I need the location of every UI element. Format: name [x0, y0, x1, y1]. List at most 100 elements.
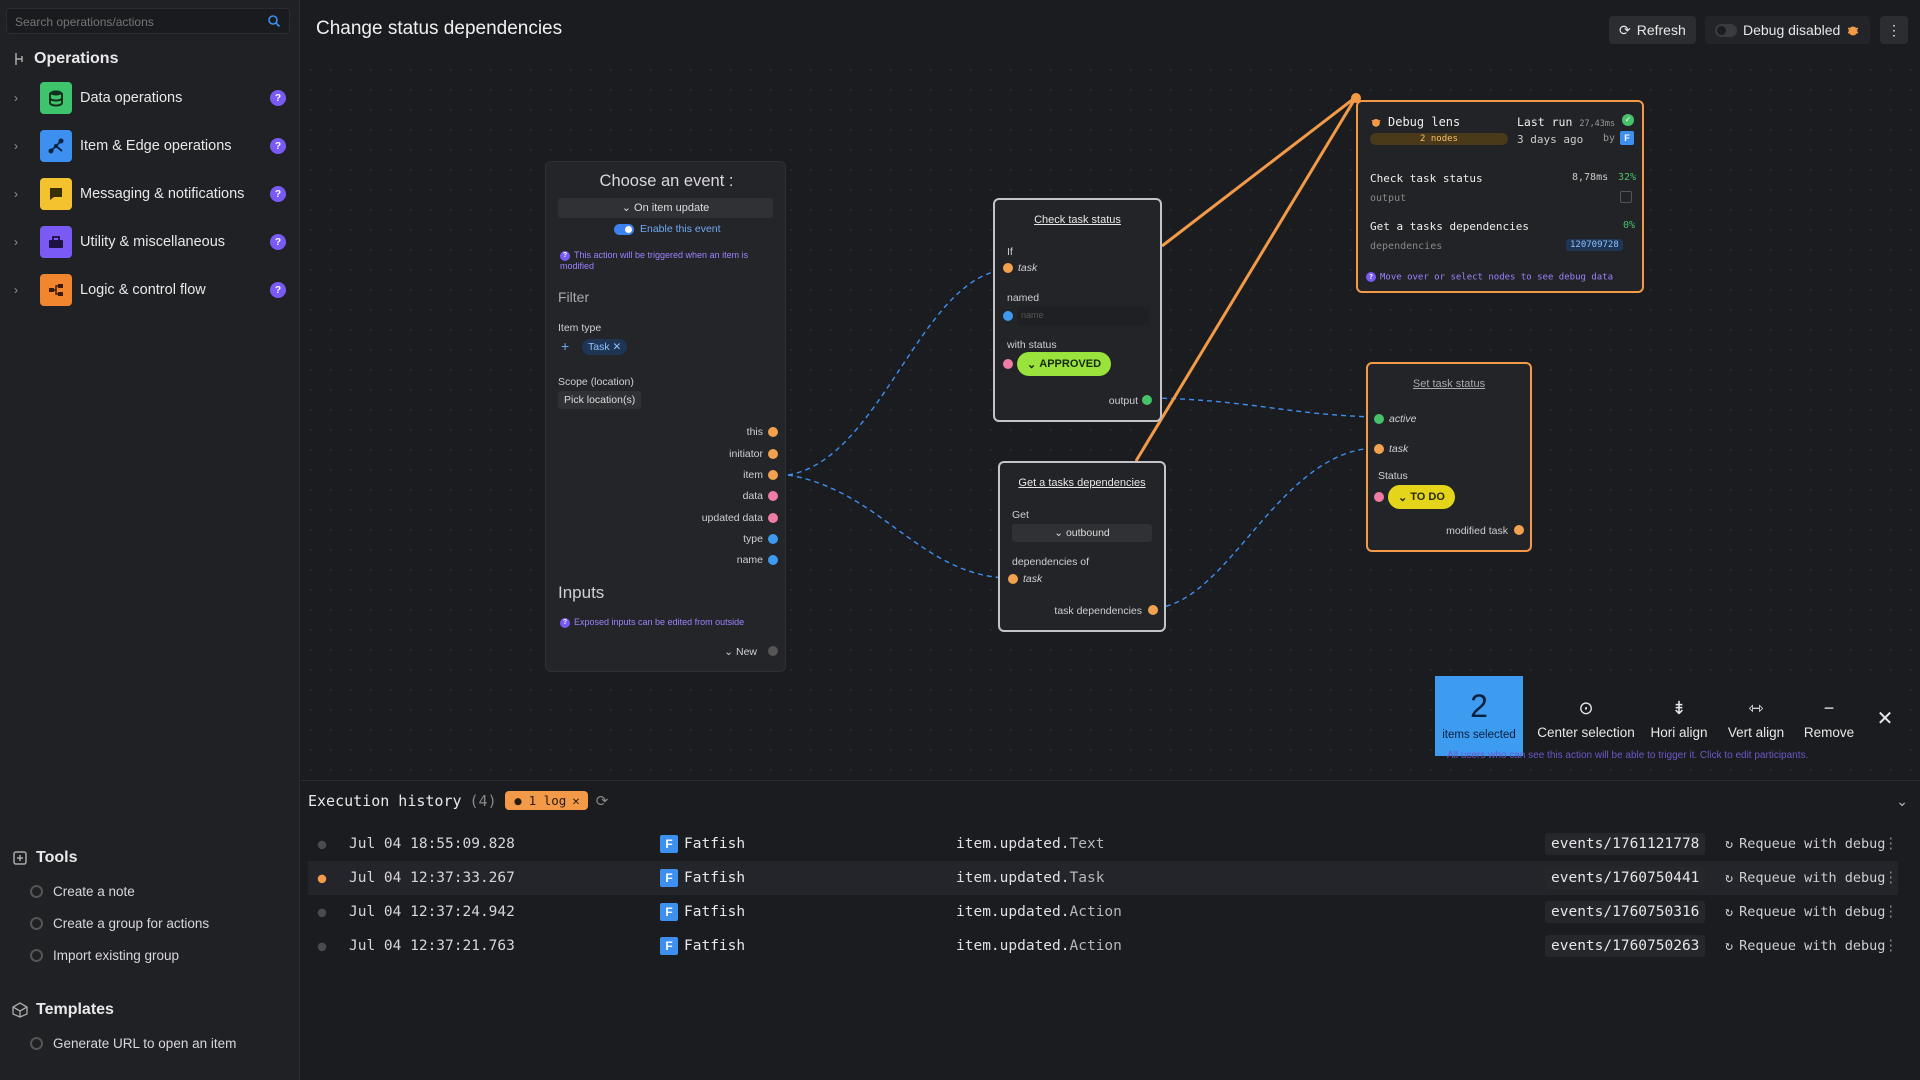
name-input[interactable]: name [1017, 307, 1149, 325]
node-title: Check task status [1034, 214, 1121, 226]
port-status[interactable] [1003, 359, 1013, 369]
row-event-ref[interactable]: events/1761121778 [1545, 833, 1706, 855]
port-initiator[interactable] [768, 449, 778, 459]
dependencies-value[interactable]: 120709728 [1566, 239, 1623, 251]
row-more-icon[interactable]: ⋮ [1883, 904, 1899, 920]
debug-lens-panel[interactable]: Debug lens 2 nodes Last run 27,43ms ✓ 3 … [1356, 100, 1644, 293]
close-selection-icon[interactable]: ✕ [1876, 708, 1894, 730]
op-messaging[interactable]: › Messaging & notifications ? [14, 174, 294, 214]
debug-lens-title: Debug lens [1388, 115, 1461, 129]
more-menu-button[interactable]: ⋮ [1880, 16, 1908, 44]
op-label: Logic & control flow [80, 282, 206, 298]
collapse-chevron-icon[interactable]: ⌄ [1896, 793, 1908, 809]
event-trigger-select[interactable]: ⌄ On item update [558, 198, 773, 218]
requeue-debug-button[interactable]: ↻Requeue with debug [1725, 870, 1885, 886]
refresh-button[interactable]: ⟳ Refresh [1609, 16, 1696, 44]
search-input[interactable] [7, 9, 257, 35]
remove-filter-icon[interactable]: ✕ [572, 793, 580, 808]
output-checkbox[interactable] [1620, 191, 1632, 203]
tool-import-group[interactable]: Import existing group [30, 948, 179, 963]
chevron-right-icon[interactable]: › [14, 187, 18, 201]
check-task-status-node[interactable]: Check task status If task named name wit… [993, 198, 1162, 422]
port-task[interactable] [1008, 574, 1018, 584]
port-name[interactable] [1003, 311, 1013, 321]
port-output[interactable] [1142, 395, 1152, 405]
port-item[interactable] [768, 470, 778, 480]
nodes-badge[interactable]: 2 nodes [1370, 133, 1508, 145]
pick-location-button[interactable]: Pick location(s) [558, 391, 642, 409]
item-type-chip[interactable]: Task ✕ [582, 339, 628, 355]
vert-align-button[interactable]: ⇿Vert align [1721, 698, 1791, 740]
center-selection-button[interactable]: ⊙Center selection [1531, 698, 1641, 740]
reload-icon[interactable]: ⟳ [595, 791, 609, 810]
port-data[interactable] [768, 491, 778, 501]
requeue-debug-button[interactable]: ↻Requeue with debug [1725, 836, 1885, 852]
chevron-right-icon[interactable]: › [14, 235, 18, 249]
port-task[interactable] [1374, 444, 1384, 454]
help-icon[interactable]: ? [270, 234, 286, 250]
row-more-icon[interactable]: ⋮ [1883, 836, 1899, 852]
log-filter-badge[interactable]: 1 log ✕ [504, 791, 588, 810]
selection-toolbar: 2 items selected ⊙Center selection ⇟Hori… [1435, 676, 1907, 761]
op-item-edge-operations[interactable]: › Item & Edge operations ? [14, 126, 294, 166]
port-modified-task[interactable] [1514, 525, 1524, 535]
hori-align-button[interactable]: ⇟Hori align [1644, 698, 1714, 740]
port-dependencies[interactable] [1148, 605, 1158, 615]
search-icon[interactable] [267, 14, 281, 28]
chevron-right-icon[interactable]: › [14, 91, 18, 105]
enable-event-toggle[interactable]: Enable this event [614, 223, 721, 235]
requeue-debug-button[interactable]: ↻Requeue with debug [1725, 904, 1885, 920]
event-node[interactable]: Choose an event : ⌄ On item update Enabl… [545, 161, 786, 672]
op-logic[interactable]: › Logic & control flow ? [14, 270, 294, 310]
help-icon[interactable]: ? [270, 282, 286, 298]
debug-switch[interactable] [1715, 23, 1737, 37]
output-updated-data: updated data [701, 512, 763, 524]
status-todo-pill[interactable]: ⌄ TO DO [1388, 485, 1455, 509]
requeue-icon: ↻ [1725, 904, 1734, 920]
port-task[interactable] [1003, 263, 1013, 273]
tool-create-note[interactable]: Create a note [30, 884, 135, 899]
port-active[interactable] [1374, 414, 1384, 424]
sidebar: Operations › Data operations ? › Item & … [0, 0, 300, 1080]
row-event-ref[interactable]: events/1760750263 [1545, 935, 1706, 957]
debug-toggle[interactable]: Debug disabled [1705, 16, 1871, 44]
new-input-button[interactable]: ⌄ New [724, 646, 757, 658]
set-task-status-node[interactable]: Set task status active task Status ⌄ TO … [1366, 362, 1532, 552]
port-type[interactable] [768, 534, 778, 544]
row-event-ref[interactable]: events/1760750441 [1545, 867, 1706, 889]
port-name[interactable] [768, 555, 778, 565]
help-icon[interactable]: ? [270, 90, 286, 106]
op-utility[interactable]: › Utility & miscellaneous ? [14, 222, 294, 262]
search-box[interactable] [6, 8, 290, 35]
row-more-icon[interactable]: ⋮ [1883, 938, 1899, 954]
port-new[interactable] [768, 646, 778, 656]
add-item-type-icon[interactable]: + [561, 338, 570, 354]
row-event-ref[interactable]: events/1760750316 [1545, 901, 1706, 923]
port-this[interactable] [768, 427, 778, 437]
enable-switch[interactable] [614, 223, 634, 235]
output-label: output [1108, 395, 1138, 407]
port-status[interactable] [1374, 492, 1384, 502]
user-avatar: F [660, 835, 678, 853]
port-updated-data[interactable] [768, 513, 778, 523]
help-icon[interactable]: ? [270, 138, 286, 154]
remove-button[interactable]: −Remove [1797, 698, 1861, 740]
operations-header[interactable]: Operations [12, 50, 118, 68]
status-approved-pill[interactable]: ⌄ APPROVED [1017, 352, 1112, 376]
chevron-right-icon[interactable]: › [14, 139, 18, 153]
get-dependencies-node[interactable]: Get a tasks dependencies Get ⌄ outbound … [998, 461, 1166, 632]
template-generate-url[interactable]: Generate URL to open an item [30, 1036, 236, 1051]
event-note-text: This action will be triggered when an it… [560, 250, 749, 271]
remove-chip-icon[interactable]: ✕ [612, 341, 622, 353]
op-data-operations[interactable]: › Data operations ? [14, 78, 294, 118]
row-more-icon[interactable]: ⋮ [1883, 870, 1899, 886]
chevron-right-icon[interactable]: › [14, 283, 18, 297]
tool-create-group[interactable]: Create a group for actions [30, 916, 209, 931]
direction-select[interactable]: ⌄ outbound [1012, 524, 1152, 542]
help-icon[interactable]: ? [270, 186, 286, 202]
requeue-debug-button[interactable]: ↻Requeue with debug [1725, 938, 1885, 954]
